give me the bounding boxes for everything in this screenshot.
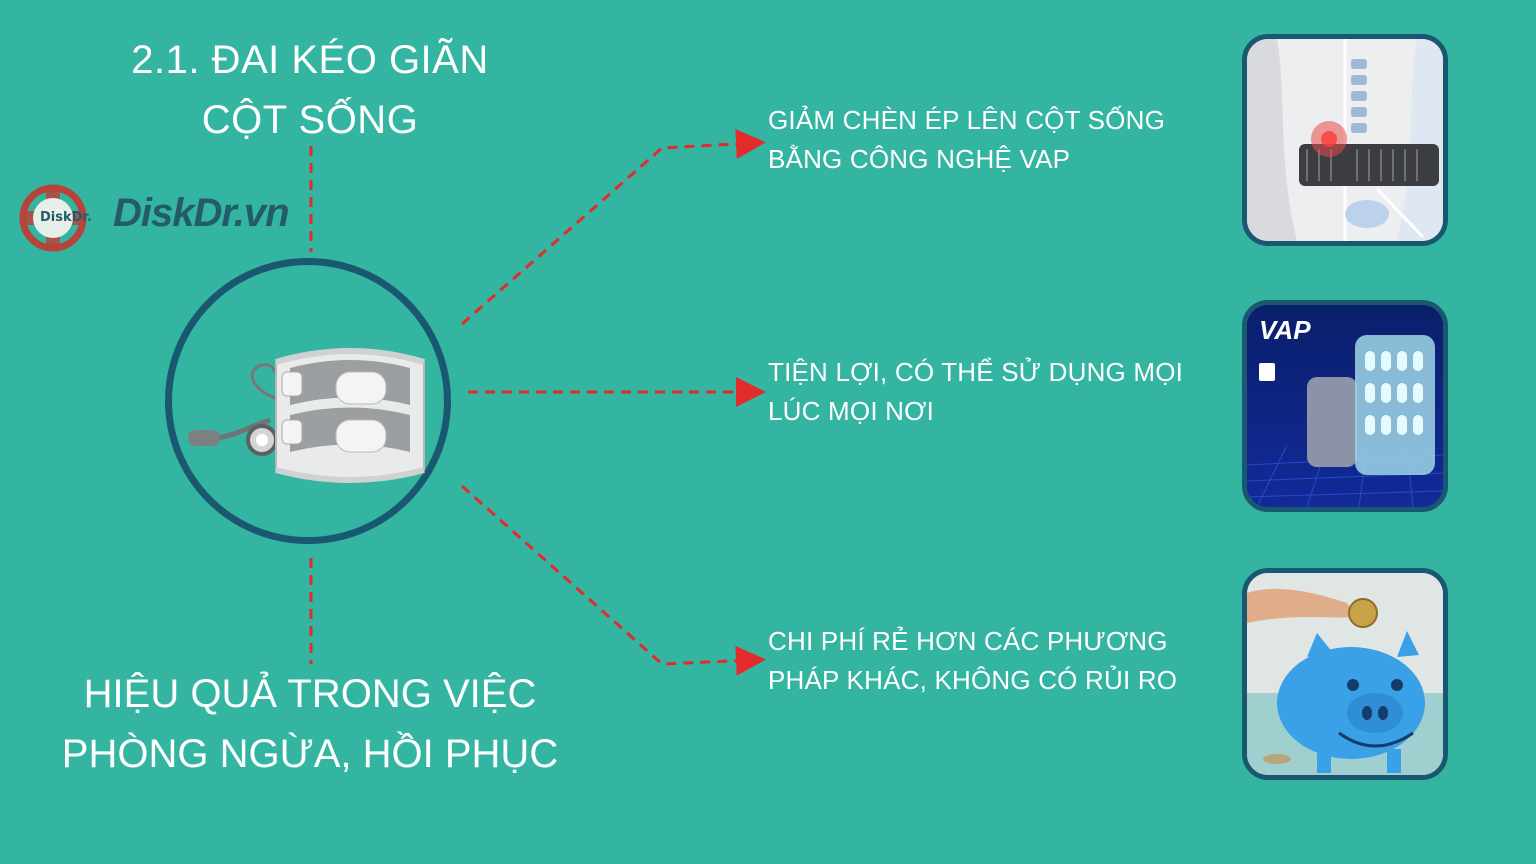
vap-technology-icon: [1247, 305, 1443, 507]
spine-belt-illustration-icon: [1247, 39, 1443, 241]
footer-heading: HIỆU QUẢ TRONG VIỆC PHÒNG NGỪA, HỒI PHỤC: [40, 664, 580, 784]
footer-line2: PHÒNG NGỪA, HỒI PHỤC: [61, 732, 559, 776]
benefit-1-image: [1242, 34, 1448, 246]
benefit-1-line1: GIẢM CHÈN ÉP LÊN CỘT SỐNG: [768, 105, 1166, 135]
logo-brand-text: DiskDr.vn: [113, 191, 290, 235]
medical-cross-badge-icon: [19, 184, 87, 252]
benefit-2-line1: TIỆN LỢI, CÓ THỂ SỬ DỤNG MỌI: [768, 357, 1184, 387]
benefit-3-line2: PHÁP KHÁC, KHÔNG CÓ RỦI RO: [768, 665, 1178, 695]
connector-benefit-1: [461, 128, 766, 326]
vap-label: VAP: [1259, 315, 1311, 345]
page-title: 2.1. ĐAI KÉO GIÃN CỘT SỐNG: [110, 30, 510, 150]
benefit-3-line1: CHI PHÍ RẺ HƠN CÁC PHƯƠNG: [768, 626, 1168, 656]
footer-line1: HIỆU QUẢ TRONG VIỆC: [83, 672, 537, 716]
connector-benefit-3: [461, 484, 766, 676]
benefit-1-line2: BẰNG CÔNG NGHỆ VAP: [768, 144, 1071, 174]
benefit-3-text: CHI PHÍ RẺ HƠN CÁC PHƯƠNG PHÁP KHÁC, KHÔ…: [768, 622, 1198, 700]
brand-logo[interactable]: DiskDr. DiskDr.vn: [18, 183, 290, 255]
benefit-2-text: TIỆN LỢI, CÓ THỂ SỬ DỤNG MỌI LÚC MỌI NƠI: [768, 353, 1198, 431]
benefit-1-text: GIẢM CHÈN ÉP LÊN CỘT SỐNG BẰNG CÔNG NGHỆ…: [768, 101, 1198, 179]
logo-badge-text: DiskDr.: [40, 210, 92, 225]
benefit-2-line2: LÚC MỌI NƠI: [768, 396, 935, 426]
product-circle: [165, 258, 451, 544]
piggy-bank-icon: [1247, 573, 1443, 775]
page-title-line1: 2.1. ĐAI KÉO GIÃN: [131, 38, 489, 82]
page-title-line2: CỘT SỐNG: [201, 98, 419, 142]
benefit-3-image: [1242, 568, 1448, 780]
benefit-2-image: VAP: [1242, 300, 1448, 512]
